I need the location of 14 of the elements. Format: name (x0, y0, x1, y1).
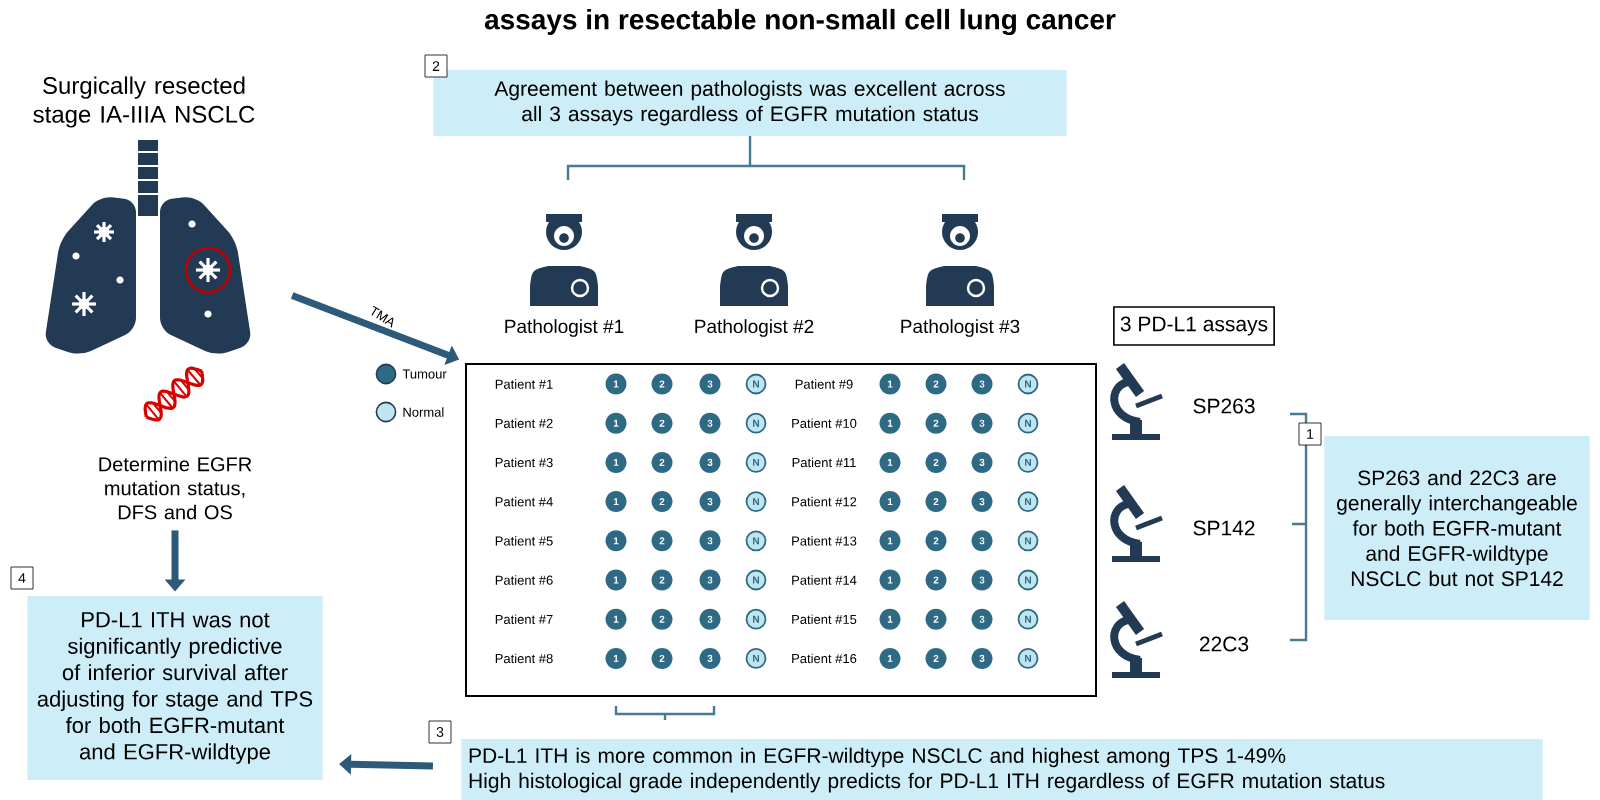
heading: Surgically resected stage IA-IIIA NSCLC (33, 76, 255, 128)
pathologist-label: Pathologist #3 (901, 319, 1020, 337)
assay-label: SP263 (1193, 398, 1255, 414)
finding-box: SP263 and 22C3 are generally interchangeable for both EGFR-mutant and EGFR-wildtype NSCLC but not SP142 (1324, 436, 1590, 620)
pathologist-label: Pathologist #1 (505, 319, 624, 337)
finding-box: PD-L1 ITH is more common in EGFR-wildtype NSCLC and highest among TPS 1-49% High histological grade independently predicts for PD-L1 ITH regardless of EGFR mutation status (461, 739, 1543, 800)
step-text: Determine EGFR mutation status, DFS and OS (99, 456, 252, 520)
assay-label: SP142 (1193, 520, 1255, 536)
title: assays in resectable non-small cell lung cancer (484, 8, 1116, 36)
heading-box: 3 PD-L1 assays (1113, 306, 1275, 346)
finding-box: Agreement between pathologists was excellent across all 3 assays regardless of EGFR mutation status (433, 70, 1067, 136)
assay-label: 22C3 (1200, 636, 1249, 652)
pathologist-label: Pathologist #2 (695, 319, 814, 337)
finding-box: PD-L1 ITH was not significantly predictive of inferior survival after adjusting for stage and TPS for both EGFR-mutant and EGFR-wildtype (27, 596, 323, 780)
